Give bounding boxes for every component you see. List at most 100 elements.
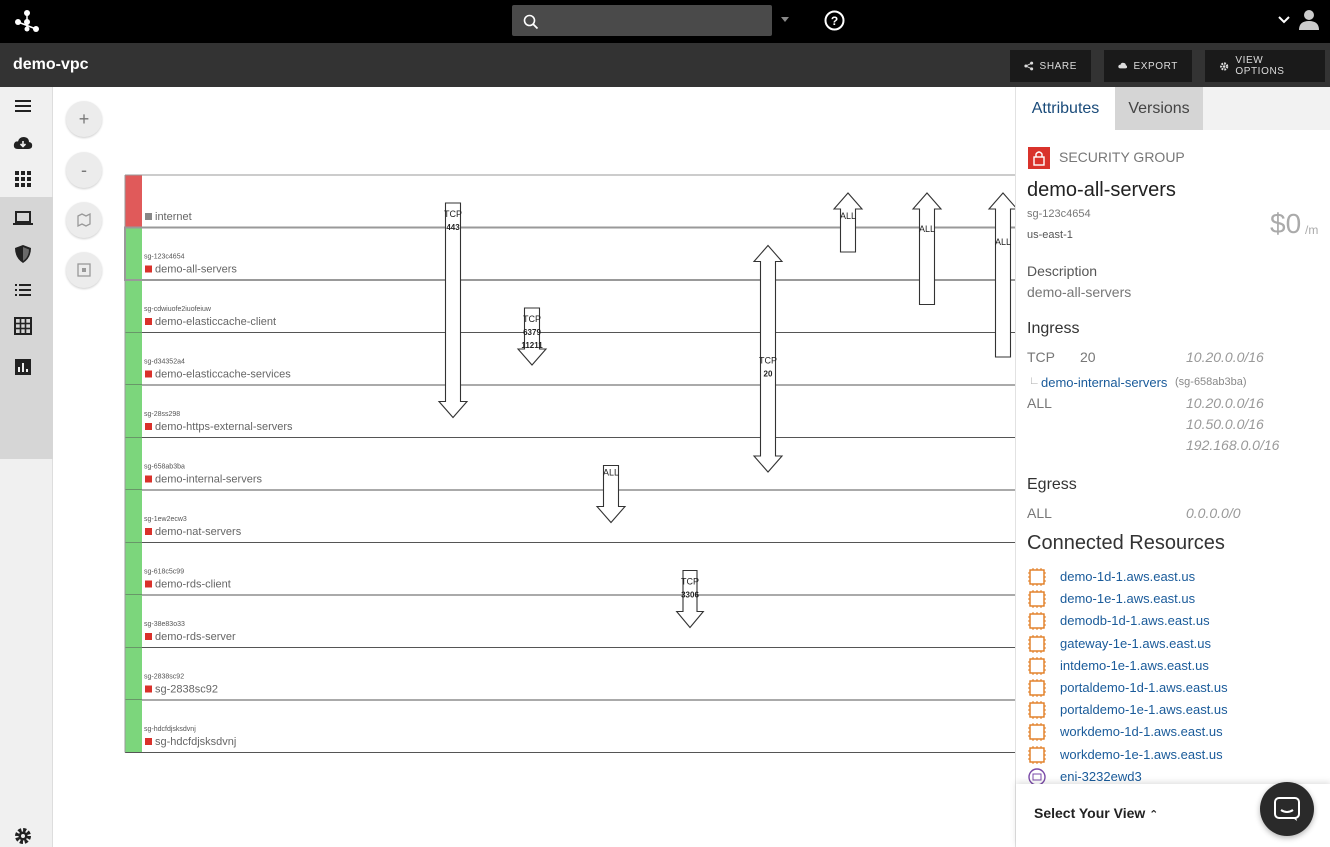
ingress-source-link[interactable]: demo-internal-servers bbox=[1041, 375, 1168, 390]
group-name-label: internet bbox=[155, 211, 192, 223]
tab-versions[interactable]: Versions bbox=[1115, 87, 1203, 130]
instance-chip-icon bbox=[1028, 634, 1046, 653]
tab-attributes[interactable]: Attributes bbox=[1031, 99, 1100, 117]
flow-protocol-label: ALL bbox=[919, 224, 935, 234]
ingress-port: 20 bbox=[1080, 349, 1096, 365]
settings-gear-icon[interactable] bbox=[13, 826, 33, 846]
shield-icon[interactable] bbox=[13, 244, 33, 264]
help-icon[interactable]: ? bbox=[824, 10, 845, 31]
connected-resource-link[interactable]: demo-1d-1.aws.east.us bbox=[1060, 569, 1196, 584]
chevron-down-icon[interactable] bbox=[1278, 14, 1290, 26]
zoom-in-button[interactable]: + bbox=[66, 101, 102, 137]
details-panel: Attributes Versions SECURITY GROUP demo-… bbox=[1015, 87, 1330, 847]
laptop-icon[interactable] bbox=[13, 208, 33, 228]
table-icon[interactable] bbox=[13, 316, 33, 336]
security-group-icon bbox=[145, 213, 152, 220]
export-button[interactable]: EXPORT bbox=[1104, 50, 1192, 82]
connected-resource-link[interactable]: gateway-1e-1.aws.east.us bbox=[1060, 635, 1212, 651]
gear-icon bbox=[1220, 61, 1229, 71]
svg-text:?: ? bbox=[831, 14, 838, 28]
instance-chip-icon bbox=[1028, 568, 1046, 586]
connected-resource-link[interactable]: intdemo-1e-1.aws.east.us bbox=[1060, 657, 1209, 673]
chevron-up-icon: ⌃ bbox=[1149, 809, 1159, 821]
center-view-button[interactable] bbox=[66, 252, 102, 288]
flow-arrow bbox=[752, 244, 784, 473]
flow-protocol-label: ALL bbox=[603, 468, 619, 478]
search-dropdown-icon[interactable] bbox=[781, 17, 789, 22]
search-icon bbox=[523, 14, 539, 30]
chat-button[interactable] bbox=[1260, 782, 1314, 836]
group-id-label: sg-38e83o33 bbox=[144, 621, 185, 628]
security-group-icon bbox=[145, 370, 152, 378]
ingress-source-id: (sg-658ab3ba) bbox=[1175, 376, 1247, 388]
group-name-label: demo-rds-server bbox=[155, 631, 236, 643]
flow-arrow bbox=[437, 202, 469, 419]
cloud-download-icon[interactable] bbox=[13, 133, 33, 153]
menu-icon[interactable] bbox=[13, 96, 33, 116]
egress-protocol: ALL bbox=[1027, 505, 1052, 521]
panel-body: SECURITY GROUP demo-all-servers sg-123c4… bbox=[1016, 130, 1330, 784]
view-options-button[interactable]: VIEW OPTIONS bbox=[1205, 50, 1325, 82]
connected-resource-link[interactable]: demodb-1d-1.aws.east.us bbox=[1060, 613, 1210, 629]
share-label: SHARE bbox=[1039, 60, 1077, 72]
user-avatar-icon[interactable] bbox=[1298, 9, 1320, 31]
ingress-cidr: 192.168.0.0/16 bbox=[1186, 437, 1280, 453]
flow-arrow bbox=[516, 307, 548, 366]
list-icon[interactable] bbox=[13, 280, 33, 300]
page-title: demo-vpc bbox=[13, 56, 89, 73]
target-icon bbox=[77, 263, 91, 277]
security-group-icon bbox=[145, 423, 152, 430]
grid-apps-icon[interactable] bbox=[13, 169, 33, 189]
connected-resource-link[interactable]: workdemo-1e-1.aws.east.us bbox=[1060, 746, 1223, 762]
group-status-bar bbox=[125, 542, 142, 595]
group-status-bar bbox=[125, 595, 142, 648]
fit-map-button[interactable] bbox=[66, 202, 102, 238]
connected-resource-link[interactable]: portaldemo-1d-1.aws.east.us bbox=[1060, 680, 1228, 695]
flow-port-label: 443 bbox=[446, 223, 460, 232]
flow-port-label: 11211 bbox=[521, 341, 543, 350]
egress-cidr: 0.0.0.0/0 bbox=[1186, 505, 1241, 521]
group-name-label: demo-elasticcache-client bbox=[155, 316, 276, 328]
select-view-label[interactable]: Select Your View ⌃ bbox=[1034, 805, 1158, 821]
group-name-label: demo-https-external-servers bbox=[155, 421, 293, 433]
connected-resource-link[interactable]: portaldemo-1e-1.aws.east.us bbox=[1060, 702, 1228, 718]
connected-resource-link[interactable]: eni-3232ewd3 bbox=[1060, 768, 1142, 784]
group-name-label: demo-rds-client bbox=[155, 579, 231, 591]
instance-chip-icon bbox=[1028, 590, 1046, 609]
resource-region: us-east-1 bbox=[1027, 229, 1073, 241]
cost-unit: /m bbox=[1305, 223, 1319, 237]
flow-port-label: 3306 bbox=[681, 591, 699, 600]
search-input[interactable] bbox=[512, 5, 772, 36]
panel-tabs: Attributes Versions bbox=[1016, 87, 1330, 130]
bar-chart-icon[interactable] bbox=[13, 357, 33, 377]
title-bar: demo-vpc SHARE EXPORT VIEW OPTIONS bbox=[0, 43, 1330, 87]
instance-chip-icon bbox=[1028, 745, 1046, 764]
group-status-bar bbox=[125, 700, 142, 753]
security-group-lock-icon bbox=[1028, 147, 1050, 169]
security-group-diagram: internetsg-123c4654demo-all-serverssg-cd… bbox=[124, 174, 1015, 753]
security-group-icon bbox=[145, 738, 152, 745]
instance-chip-icon bbox=[1028, 701, 1046, 720]
zoom-out-button[interactable]: - bbox=[66, 152, 102, 188]
ingress-label: Ingress bbox=[1027, 320, 1080, 337]
egress-label: Egress bbox=[1027, 476, 1077, 493]
flow-arrow bbox=[675, 569, 705, 629]
app-logo-icon[interactable] bbox=[14, 10, 40, 32]
group-name-label: demo-nat-servers bbox=[155, 526, 242, 538]
share-button[interactable]: SHARE bbox=[1010, 50, 1091, 82]
group-name-label: demo-elasticcache-services bbox=[155, 369, 291, 381]
flow-protocol-label: ALL bbox=[995, 237, 1011, 247]
connected-resource-link[interactable]: demo-1e-1.aws.east.us bbox=[1060, 591, 1196, 607]
group-id-label: sg-618c5c99 bbox=[144, 569, 184, 576]
chat-icon bbox=[1274, 797, 1300, 821]
description-label: Description bbox=[1027, 263, 1098, 279]
select-view-text: Select Your View bbox=[1034, 805, 1146, 821]
group-status-bar bbox=[125, 385, 142, 438]
connected-resource-link[interactable]: workdemo-1d-1.aws.east.us bbox=[1060, 724, 1223, 740]
map-icon bbox=[77, 212, 91, 228]
group-status-bar bbox=[125, 175, 142, 228]
view-options-label: VIEW OPTIONS bbox=[1235, 55, 1285, 77]
group-name-label: demo-all-servers bbox=[155, 264, 237, 276]
group-status-bar bbox=[125, 280, 142, 333]
